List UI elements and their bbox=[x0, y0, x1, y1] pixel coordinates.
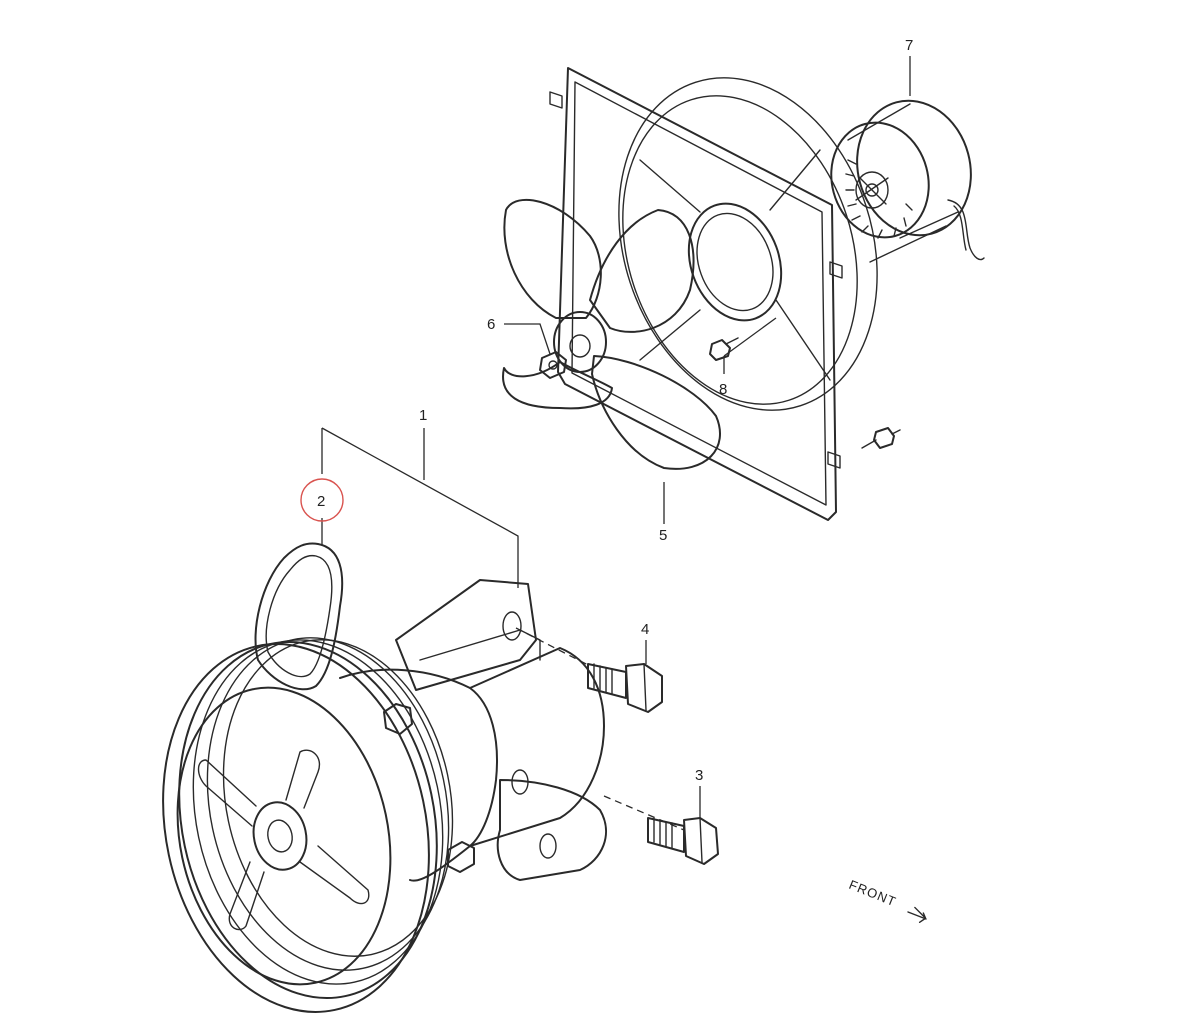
fan-blade bbox=[502, 198, 721, 470]
arrow-right-icon bbox=[907, 906, 927, 924]
fan-motor bbox=[830, 99, 985, 263]
o-ring bbox=[254, 542, 344, 691]
callout-3: 3 bbox=[695, 767, 703, 784]
bolt-3 bbox=[647, 817, 719, 865]
callout-6: 6 bbox=[487, 316, 495, 333]
callout-8: 8 bbox=[719, 381, 727, 398]
fan-shroud bbox=[549, 67, 878, 521]
highlight-circle bbox=[300, 478, 344, 522]
shroud-lower-screw bbox=[861, 427, 901, 449]
callout-4: 4 bbox=[641, 621, 649, 638]
shroud-screw bbox=[709, 337, 739, 361]
callout-5: 5 bbox=[659, 527, 667, 544]
front-label: FRONT bbox=[847, 877, 899, 910]
bolt-4 bbox=[587, 663, 663, 713]
fan-nut bbox=[539, 351, 567, 379]
steering-pump bbox=[162, 579, 607, 1013]
callout-7: 7 bbox=[905, 37, 913, 54]
callout-2: 2 bbox=[317, 493, 325, 510]
leader-lines bbox=[321, 56, 911, 831]
callout-1: 1 bbox=[419, 407, 427, 424]
front-indicator: FRONT bbox=[847, 877, 927, 924]
